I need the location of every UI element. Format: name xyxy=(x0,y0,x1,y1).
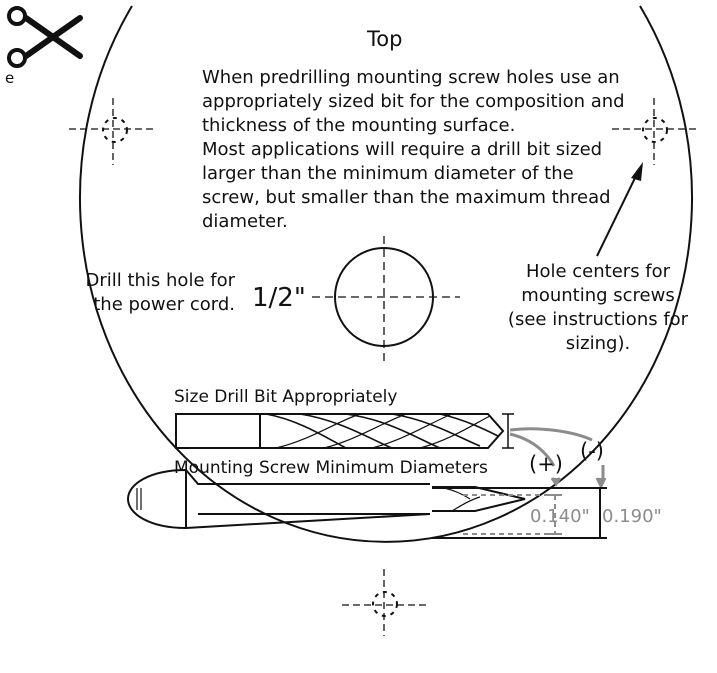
power-cord-hole xyxy=(312,236,460,362)
drill-bit xyxy=(175,413,514,449)
dimension-max-bracket xyxy=(432,487,607,539)
minus-label: (-) xyxy=(580,439,604,463)
instruction-line: Most applications will require a drill b… xyxy=(202,139,603,160)
instruction-line: diameter. xyxy=(202,211,288,232)
instruction-line: thickness of the mounting surface. xyxy=(202,115,516,136)
instruction-line: appropriately sized bit for the composit… xyxy=(202,91,625,112)
scissors-icon xyxy=(7,6,83,68)
hole-crosshair-left xyxy=(69,98,157,165)
power-cord-label-line2: the power cord. xyxy=(93,294,235,315)
max-diameter-value: 0.190" xyxy=(602,506,662,527)
page-title: Top xyxy=(367,27,403,51)
instruction-line: When predrilling mounting screw holes us… xyxy=(202,67,620,88)
hole-crosshair-right xyxy=(612,98,697,165)
hole-size-label: 1/2" xyxy=(252,283,306,313)
screw xyxy=(126,468,526,530)
template-outline xyxy=(79,5,693,543)
instruction-line: screw, but smaller than the maximum thre… xyxy=(202,187,611,208)
min-diameter-value: 0.140" xyxy=(530,506,590,527)
dimension-min-bracket xyxy=(463,494,562,535)
hole-crosshair-bottom xyxy=(342,569,427,636)
power-cord-label-line1: Drill this hole for xyxy=(85,270,235,291)
margin-fragment: e xyxy=(5,69,15,87)
plus-label: (+) xyxy=(529,452,563,476)
diameter-pointers xyxy=(509,427,607,490)
hole-center-arrow xyxy=(596,162,643,257)
screw-label: Mounting Screw Minimum Diameters xyxy=(174,458,488,478)
drill-bit-label: Size Drill Bit Appropriately xyxy=(174,387,398,407)
instruction-line: larger than the minimum diameter of the xyxy=(202,163,574,184)
